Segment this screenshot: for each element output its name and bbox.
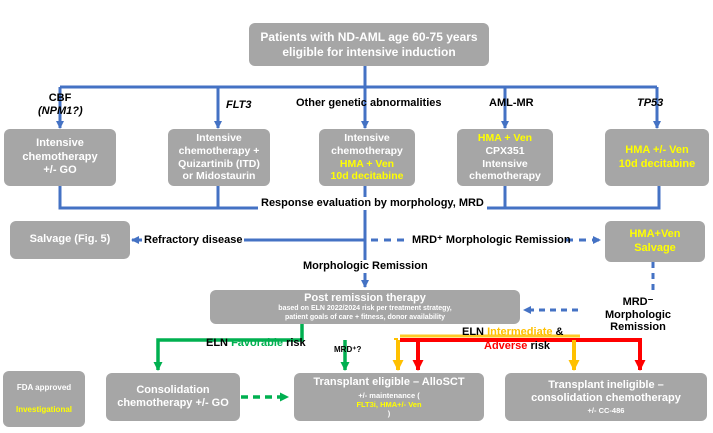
post-remission-box: Post remission therapy based on ELN 2022… bbox=[210, 290, 520, 324]
refractory-label: Refractory disease bbox=[142, 234, 245, 247]
post-remission-sub1: based on ELN 2022/2024 risk per treatmen… bbox=[278, 305, 452, 313]
cbf-label-line1: CBF bbox=[48, 92, 72, 104]
eln-adverse-suffix: risk bbox=[527, 340, 551, 353]
flt3-box-line1: Intensive bbox=[196, 131, 242, 144]
salvage-box: Salvage (Fig. 5) bbox=[10, 221, 130, 259]
flt3-box: Intensive chemotherapy + Quizartinib (IT… bbox=[168, 129, 270, 186]
eln-adverse-word: Adverse bbox=[484, 340, 528, 353]
transplant-ineligible-line2: consolidation chemotherapy bbox=[531, 392, 681, 405]
flt3-box-line2: chemotherapy + bbox=[178, 144, 260, 157]
hma-salvage-line1: HMA+Ven bbox=[629, 228, 681, 241]
consolidation-line1: Consolidation bbox=[136, 383, 210, 396]
response-label: Response evaluation by morphology, MRD bbox=[258, 197, 487, 210]
mrd-positive-label: MRD⁺ Morphologic Remission bbox=[412, 234, 571, 246]
amlmr-label: AML-MR bbox=[489, 97, 534, 109]
arrow-adverse-ineligible bbox=[400, 338, 646, 371]
amlmr-box-line4: chemotherapy bbox=[469, 170, 541, 183]
consolidation-line2: chemotherapy +/- GO bbox=[117, 397, 229, 409]
tp53-label: TP53 bbox=[637, 97, 664, 109]
post-remission-title: Post remission therapy bbox=[304, 291, 426, 304]
amlmr-box-line1: HMA + Ven bbox=[477, 131, 533, 144]
amlmr-box: HMA + Ven CPX351 Intensive chemotherapy bbox=[457, 129, 553, 186]
other-label: Other genetic abnormalities bbox=[296, 97, 442, 109]
flt3-box-line3: Quizartinib (ITD) bbox=[178, 157, 260, 170]
post-remission-sub2: patient goals of care + fitness, donor a… bbox=[284, 313, 446, 321]
eln-favorable-label: ELN Favorable risk bbox=[206, 337, 306, 350]
mrd-question-label: MRD⁺? bbox=[334, 345, 362, 354]
top-box-line1: Patients with ND-AML age 60-75 years bbox=[260, 29, 478, 44]
mrd-negative-line2: Morphologic bbox=[605, 308, 671, 321]
top-box: Patients with ND-AML age 60-75 years eli… bbox=[249, 23, 489, 66]
flt3-label: FLT3 bbox=[226, 99, 252, 111]
transplant-ineligible-line1: Transplant ineligible – bbox=[548, 379, 664, 392]
mrd-negative-line1: MRD⁻ bbox=[622, 296, 654, 308]
other-box-line2: chemotherapy bbox=[331, 144, 403, 157]
amlmr-box-line2: CPX351 bbox=[485, 144, 525, 157]
arrow-favorable bbox=[153, 324, 304, 371]
transplant-eligible-box: Transplant eligible – AlloSCT +/- mainte… bbox=[294, 373, 484, 421]
transplant-eligible-sub-hl: FLT3i, HMA+/- Ven bbox=[356, 400, 422, 410]
tp53-box-line2: 10d decitabine bbox=[618, 157, 696, 170]
eln-intermediate-amp: & bbox=[552, 326, 564, 338]
legend-fda: FDA approved bbox=[16, 383, 72, 393]
eln-intermediate-prefix: ELN bbox=[462, 326, 488, 338]
salvage-box-label: Salvage (Fig. 5) bbox=[29, 233, 111, 246]
other-box-line4: 10d decitabine bbox=[330, 170, 404, 183]
cbf-box: Intensive chemotherapy +/- GO bbox=[4, 129, 116, 186]
hma-salvage-line2: Salvage bbox=[634, 241, 676, 254]
transplant-eligible-sub-prefix: +/- maintenance ( bbox=[358, 390, 420, 400]
legend-box: FDA approved Investigational bbox=[3, 371, 85, 427]
tp53-box-line1: HMA +/- Ven bbox=[625, 144, 689, 157]
cbf-label: CBF (NPM1?) bbox=[38, 92, 83, 117]
cbf-box-line1: Intensive chemotherapy bbox=[22, 137, 98, 163]
other-box: Intensive chemotherapy HMA + Ven 10d dec… bbox=[319, 129, 415, 186]
eln-favorable-prefix: ELN bbox=[206, 337, 232, 349]
hma-salvage-box: HMA+Ven Salvage bbox=[605, 221, 705, 262]
other-box-line1: Intensive bbox=[344, 131, 390, 144]
transplant-eligible-sub: +/- maintenance (FLT3i, HMA+/- Ven) bbox=[356, 391, 421, 418]
mrd-negative-line3: Remission bbox=[610, 321, 666, 334]
eln-intermediate-label: ELN Intermediate & Adverse risk bbox=[462, 325, 563, 354]
other-box-line3: HMA + Ven bbox=[339, 157, 395, 170]
transplant-ineligible-sub: +/- CC-486 bbox=[587, 405, 625, 415]
transplant-eligible-sub-suffix: ) bbox=[387, 409, 391, 419]
legend-investigational: Investigational bbox=[15, 405, 72, 414]
eln-favorable-suffix: risk bbox=[283, 337, 306, 349]
eln-favorable-word: Favorable bbox=[231, 337, 284, 349]
eln-intermediate-word: Intermediate bbox=[487, 326, 553, 338]
transplant-ineligible-box: Transplant ineligible – consolidation ch… bbox=[505, 373, 707, 421]
consolidation-box: Consolidation chemotherapy +/- GO bbox=[106, 373, 240, 421]
amlmr-box-line3: Intensive bbox=[482, 157, 528, 170]
mrd-negative-label: MRD⁻ Morphologic Remission bbox=[596, 296, 680, 334]
cbf-label-line2: (NPM1?) bbox=[38, 104, 83, 117]
morphologic-remission-label: Morphologic Remission bbox=[301, 260, 430, 273]
tp53-box: HMA +/- Ven 10d decitabine bbox=[605, 129, 709, 186]
top-box-line2: eligible for intensive induction bbox=[282, 44, 456, 59]
cbf-box-line2: +/- GO bbox=[43, 164, 77, 177]
transplant-eligible-title: Transplant eligible – AlloSCT bbox=[313, 375, 465, 388]
flt3-box-line4: or Midostaurin bbox=[182, 170, 256, 183]
